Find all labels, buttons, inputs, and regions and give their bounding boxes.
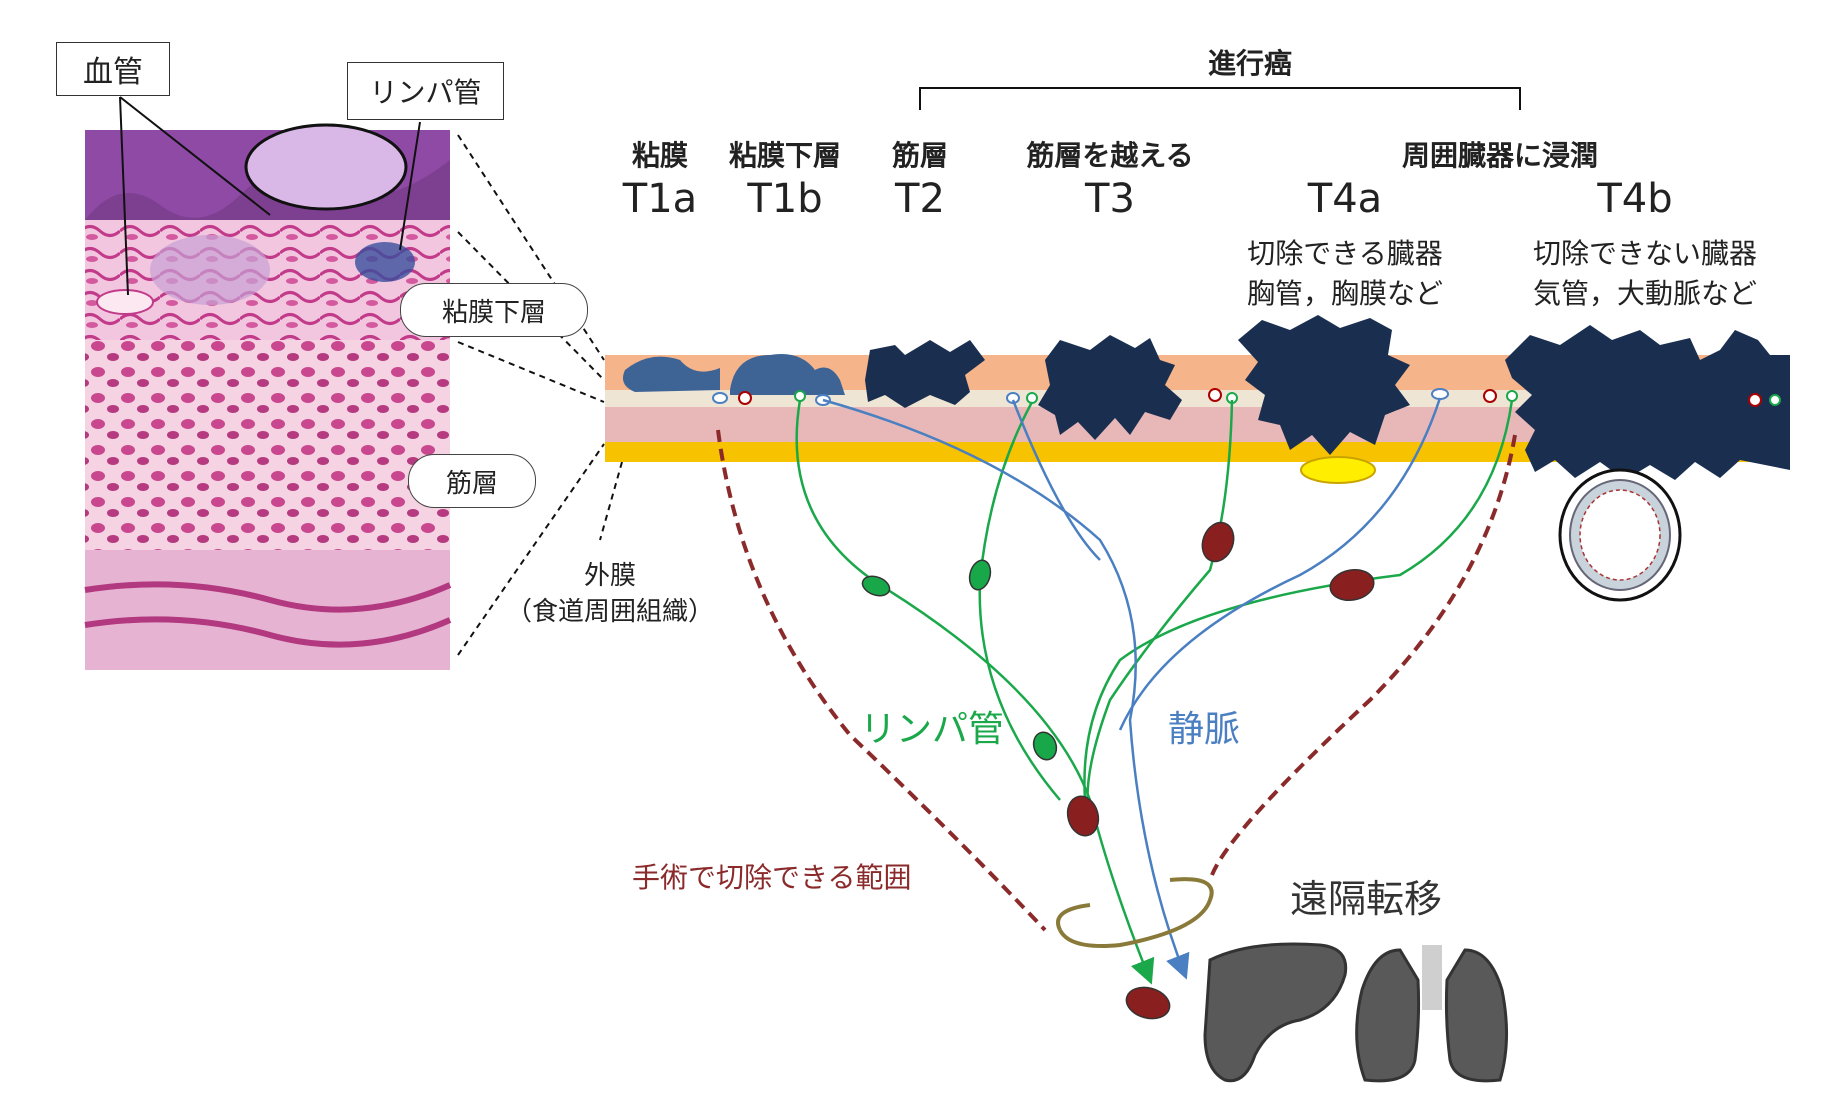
- stage-code-t4b: T4b: [1597, 176, 1673, 222]
- tumor-t3: [1038, 335, 1182, 440]
- stage-code-t2: T2: [895, 176, 945, 222]
- stage-code-t4a: T4a: [1307, 176, 1383, 222]
- lymph-highlight: [244, 123, 408, 211]
- advanced-bracket: [919, 87, 1521, 110]
- adventitia-label: 外膜 （食道周囲組織）: [500, 558, 720, 630]
- adventitia-label-line1: 外膜: [583, 561, 636, 591]
- liver-icon: [1203, 942, 1348, 1083]
- stage-name-t4a: 周囲臓器に浸潤: [1401, 139, 1598, 172]
- trachea-ring: [1558, 468, 1682, 602]
- t4b-note: 切除できない臓器 気管，大動脈など: [1510, 234, 1780, 314]
- adventitia-label-line2: （食道周囲組織）: [505, 597, 714, 627]
- resection-ring: [1056, 877, 1214, 948]
- tumors: [622, 315, 1790, 480]
- histology-image: [84, 130, 452, 670]
- stage-name-t3: 筋層を越える: [1026, 139, 1194, 172]
- distant-metastasis-label: 遠隔転移: [1290, 877, 1443, 921]
- t4a-note-line2: 胸管，胸膜など: [1246, 277, 1443, 310]
- lymph-vessel-label: リンパ管: [347, 62, 504, 120]
- adventitia-layer: [605, 442, 1790, 462]
- t4a-note-line1: 切除できる臓器: [1247, 237, 1443, 270]
- stage-name-t1b: 粘膜下層: [728, 139, 841, 172]
- thoracic-duct: [1300, 456, 1376, 484]
- stage-name-t2: 筋層: [891, 139, 948, 172]
- tumor-t4a: [1238, 315, 1410, 455]
- stage-code-t3: T3: [1085, 176, 1135, 222]
- tumor-t1a: [622, 356, 720, 392]
- stage-code-t1a: T1a: [622, 176, 698, 222]
- label-pointers: [119, 96, 421, 296]
- vein-channels: [822, 397, 1442, 980]
- t4b-note-line2: 気管，大動脈など: [1532, 277, 1757, 310]
- tumor-t1b: [730, 354, 845, 395]
- vein-label: 静脈: [1168, 709, 1241, 750]
- advanced-cancer-label: 進行癌: [1207, 47, 1292, 80]
- lungs-icon: [1355, 945, 1508, 1083]
- resectable-boundary: [716, 429, 1517, 932]
- t4b-note-line1: 切除できない臓器: [1532, 237, 1757, 270]
- lymph-nodes: [861, 521, 1375, 1020]
- stage-code-t1b: T1b: [747, 176, 823, 222]
- tumor-t2: [865, 340, 985, 408]
- resectable-range-label: 手術で切除できる範囲: [632, 861, 912, 894]
- muscle-label: 筋層: [408, 454, 536, 508]
- t4a-note: 切除できる臓器 胸管，胸膜など: [1220, 234, 1470, 314]
- blood-vessel-label: 血管: [56, 42, 170, 96]
- stage-name-t1a: 粘膜: [631, 139, 688, 172]
- lymph-channel-label: リンパ管: [860, 709, 1005, 750]
- tumor-t4b: [1505, 325, 1790, 480]
- submucosa-label: 粘膜下層: [400, 283, 588, 337]
